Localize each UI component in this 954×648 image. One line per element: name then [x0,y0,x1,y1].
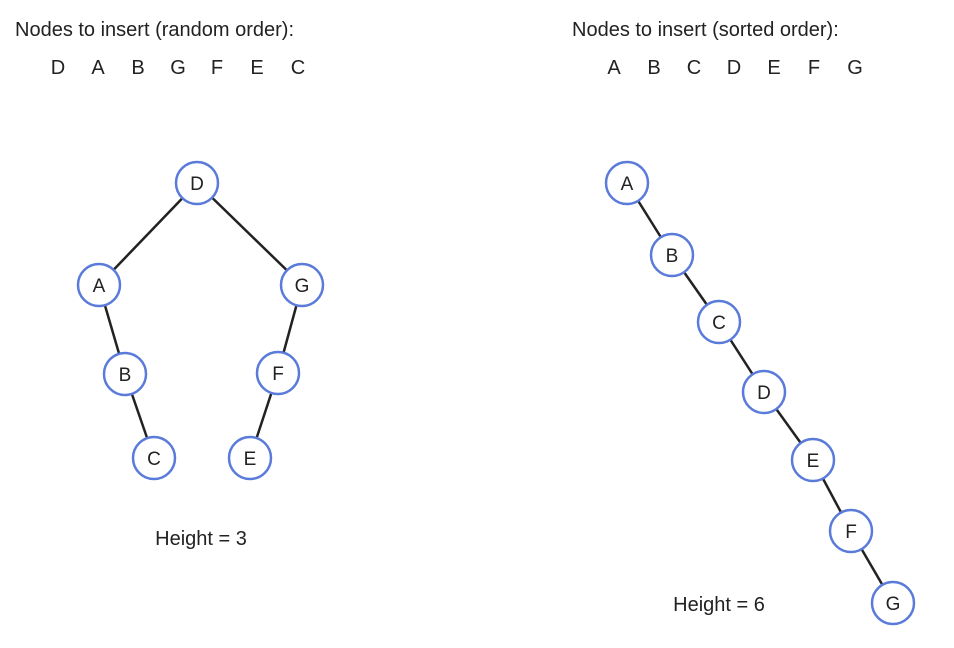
left-title: Nodes to insert (random order): [15,19,295,41]
node-circle [76,262,122,308]
right-node-B: B [649,232,695,278]
right-node-F: F [828,508,874,554]
right-sequence-item: D [726,57,742,79]
left-sequence-item: F [210,57,224,79]
node-label: B [666,246,679,267]
left-sequence-item: C [290,57,306,79]
node-circle [828,508,874,554]
node-circle [255,350,301,396]
right-node-G: G [870,580,916,626]
left-edge-D-A [98,182,198,286]
node-label: D [190,174,204,195]
right-node-C: C [696,299,742,345]
left-sequence-item: A [91,57,105,79]
right-node-D: D [741,369,787,415]
node-circle [102,351,148,397]
node-label: A [621,174,634,195]
node-label: E [244,449,257,470]
node-label: A [93,276,106,297]
right-sequence-item: C [686,57,702,79]
node-label: D [757,383,771,404]
left-sequence-item: G [170,57,186,79]
node-circle [279,262,325,308]
right-title: Nodes to insert (sorted order): [572,19,839,41]
left-edge-D-G [196,182,303,286]
right-sequence-item: A [607,57,621,79]
right-node-E: E [790,437,836,483]
node-circle [604,160,650,206]
node-label: G [886,594,901,615]
node-circle [174,160,220,206]
node-label: F [845,522,857,543]
left-node-E: E [227,435,273,481]
node-circle [870,580,916,626]
left-sequence-item: E [250,57,264,79]
right-sequence-item: B [647,57,661,79]
node-label: F [272,364,284,385]
left-node-D: D [174,160,220,206]
node-circle [649,232,695,278]
node-label: B [119,365,132,386]
left-node-F: F [255,350,301,396]
right-sequence-item: F [807,57,821,79]
right-sequence-item: E [767,57,781,79]
node-label: E [807,451,820,472]
right-height-label: Height = 6 [673,594,765,616]
node-circle [790,437,836,483]
left-sequence-item: D [50,57,66,79]
left-node-G: G [279,262,325,308]
node-circle [227,435,273,481]
node-circle [741,369,787,415]
left-sequence-item: B [131,57,145,79]
node-circle [131,435,177,481]
left-node-A: A [76,262,122,308]
right-sequence-item: G [847,57,863,79]
node-label: C [712,313,726,334]
node-label: G [295,276,310,297]
left-node-C: C [131,435,177,481]
node-circle [696,299,742,345]
left-height-label: Height = 3 [155,528,247,550]
left-node-B: B [102,351,148,397]
node-label: C [147,449,161,470]
right-node-A: A [604,160,650,206]
